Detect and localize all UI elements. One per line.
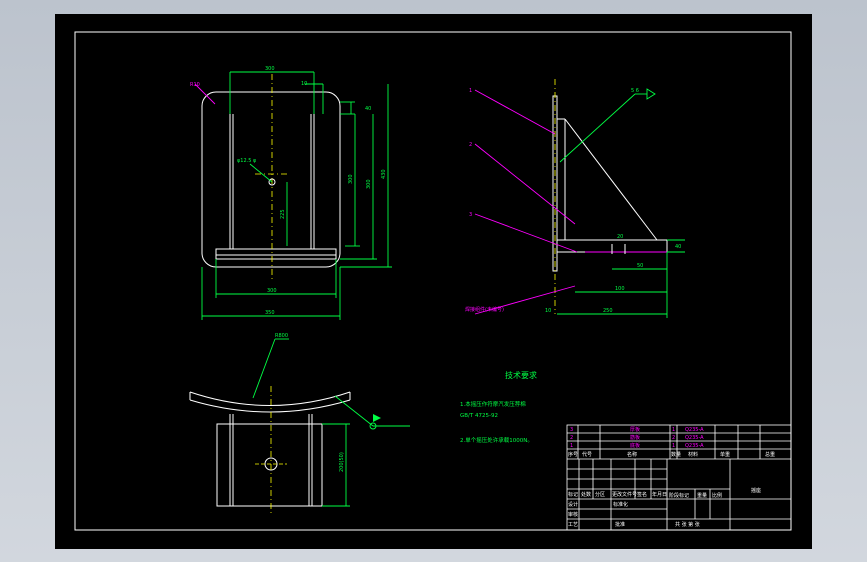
dim-right-inner: 300 [348,174,354,184]
title-block: 3 厚板 1 Q235-A 2 筋板 2 Q235-A 1 底板 1 Q235-… [566,424,792,531]
cad-drawing-canvas[interactable]: 300 10 40 300 300 430 225 300 350 R10 φ1… [55,14,812,549]
tech-item-1: 1.本摇压作符摩汽发压荐棉 [460,400,526,408]
dim-side-overall: 250 [603,308,613,314]
part-row1-qty: 1 [672,427,675,433]
part-row3-mat: Q235-A [685,443,704,449]
part-row2-name: 筋板 [630,434,640,441]
front-view: R800 200(50) [189,333,410,514]
lbl-zone: 分区 [595,491,605,498]
balloon-1: 1 [469,88,472,94]
lbl-stage: 阶段标记 [669,492,689,499]
lbl-process: 工艺 [568,522,578,528]
front-height-dim: 200(50) [339,452,345,472]
dim-right-top: 40 [365,106,371,112]
dim-top-width: 300 [265,66,275,72]
lbl-approve: 批准 [615,521,625,528]
dim-small-gap: 10 [301,81,307,87]
hdr-code: 代号 [582,451,592,458]
drawing-name: 摇座 [751,487,761,494]
balloon-2: 2 [469,142,472,148]
front-body [216,423,323,507]
lbl-std: 标准化 [613,501,628,508]
lbl-date: 年月日 [652,491,667,498]
part-row3-no: 1 [570,443,573,449]
lbl-mark: 标记 [568,491,578,498]
part-row2-no: 2 [570,435,573,441]
hdr-unit-wt: 单重 [720,451,730,458]
dim-side-right: 40 [675,244,681,250]
hdr-total-wt: 总重 [765,451,775,458]
lbl-scale: 比例 [712,492,722,499]
lbl-count: 处数 [581,491,591,498]
hdr-no: 序号 [568,451,578,458]
dim-side-hole: 20 [617,234,623,240]
part-row2-qty: 2 [672,435,675,441]
dim-right-mid: 300 [366,179,372,189]
tech-item-2: 2.单个摇压处许承载1000N。 [460,436,533,444]
hdr-mat: 材料 [688,451,698,458]
gusset-edge [564,118,658,241]
lbl-design: 设计 [568,501,578,508]
side-view: 1 2 3 焊接组件(未编号) 5 6 40 20 50 100 250 10 [465,79,685,318]
balloon-3: 3 [469,212,472,218]
tech-requirements: 技术要求 1.本摇压作符摩汽发压荐棉 GB/T 4725-92 2.单个摇压处许… [460,370,537,444]
dim-side-slot: 50 [637,263,643,269]
drawing-border [74,31,792,531]
dim-center-vertical: 225 [280,209,286,219]
tech-item-1b: GB/T 4725-92 [460,413,498,419]
dim-side-mid: 100 [615,286,625,292]
base-plate-outline [201,91,341,268]
lbl-change: 更改文件号 [612,491,637,498]
lbl-weight: 重量 [697,492,707,499]
dim-right-overall: 430 [381,169,387,179]
part-row2-mat: Q235-A [685,435,704,441]
tech-title: 技术要求 [505,370,537,380]
dim-side-base: 10 [545,308,551,314]
side-note: 焊接组件(未编号) [465,306,504,313]
lbl-sign: 签名 [637,491,647,498]
part-row3-qty: 1 [672,443,675,449]
hdr-qty: 数量 [671,451,681,458]
hdr-name: 名称 [627,451,637,458]
weld-symbol: 5 6 [631,88,639,94]
curved-top [189,391,351,406]
top-view: 300 10 40 300 300 430 225 300 350 R10 φ1… [190,66,392,320]
part-row1-name: 厚板 [630,426,640,433]
part-row3-name: 底板 [630,442,640,449]
part-row1-mat: Q235-A [685,427,704,433]
front-top-label: R800 [275,333,288,339]
dim-hole-label: φ12.5 φ [237,158,257,164]
dim-bottom-overall: 350 [265,310,275,316]
drawing-svg: 300 10 40 300 300 430 225 300 350 R10 φ1… [74,31,792,531]
dim-corner-radius: R10 [190,82,200,88]
lbl-sheets: 共 张 第 张 [675,521,700,528]
lbl-review: 审核 [568,511,578,518]
dim-bottom-inner: 300 [267,288,277,294]
part-row1-no: 3 [570,427,573,433]
